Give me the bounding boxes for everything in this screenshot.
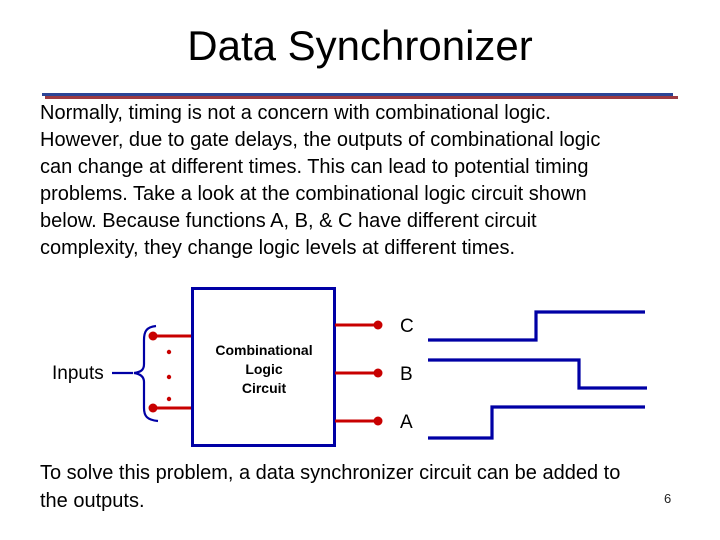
footer-paragraph: To solve this problem, a data synchroniz… (40, 462, 621, 512)
body-paragraph: Normally, timing is not a concern with c… (40, 102, 601, 259)
ellipsis-dot (166, 349, 172, 355)
waveform-a (428, 405, 645, 440)
output-label-a: A (400, 412, 413, 433)
input-wires (153, 334, 192, 410)
output-wires (335, 323, 377, 423)
slide-title: Data Synchronizer (187, 22, 533, 69)
output-label-b: B (400, 364, 413, 385)
waveform-b (428, 358, 647, 390)
waveform-c (428, 310, 645, 342)
input-wire-dots (148, 331, 172, 413)
output-wire-dots (373, 320, 383, 426)
output-waveforms (428, 310, 647, 440)
title-divider-blue-line (42, 93, 673, 96)
output-label-c: C (400, 316, 414, 337)
combinational-logic-box (191, 287, 336, 447)
ellipsis-dot (166, 374, 172, 380)
page-number: 6 (664, 491, 672, 506)
title-divider-red-line (45, 96, 678, 99)
ellipsis-dot (166, 396, 172, 402)
inputs-brace (133, 324, 159, 423)
inputs-label: Inputs (52, 363, 104, 384)
combinational-logic-box-label: Combinational Logic Circuit (215, 342, 313, 396)
